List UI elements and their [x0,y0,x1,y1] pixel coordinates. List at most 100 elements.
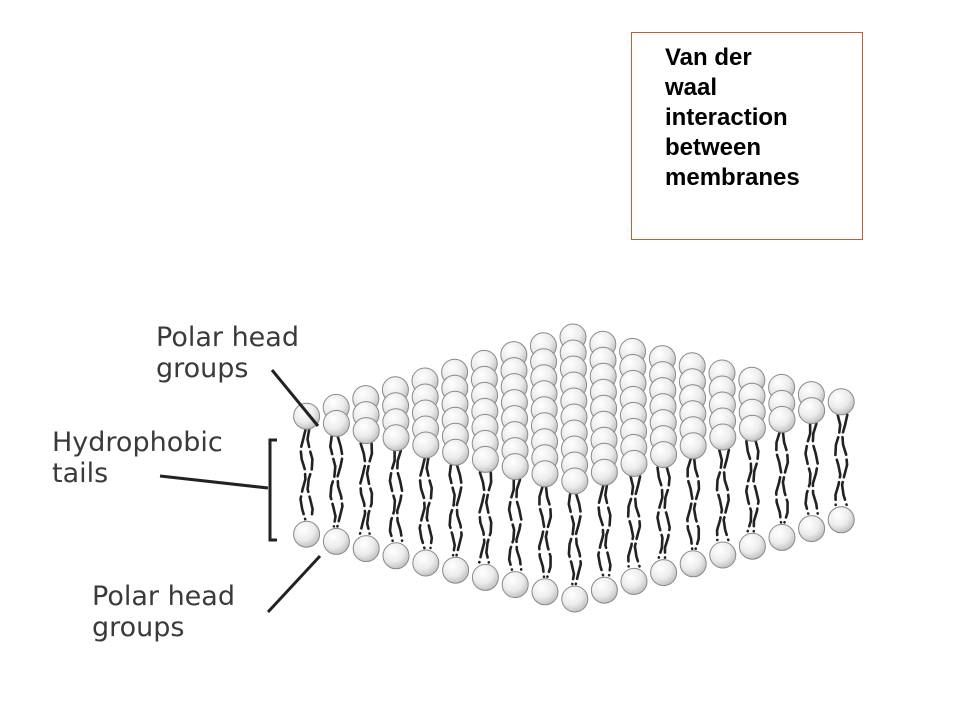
polar-head [590,576,618,604]
polar-head-groups-top-label: Polar head groups [156,322,299,384]
polar-head-groups-bottom-label: Polar head groups [92,581,235,643]
top-polar-heads-layer [293,323,855,495]
hydrophobic-tail [574,492,583,586]
bottom-polar-heads-layer [293,506,855,613]
polar-head [798,397,826,425]
polar-head [442,556,470,584]
polar-head [531,460,559,488]
polar-head [798,515,826,543]
hydrophobic-tail [692,457,701,551]
hydrophobic-tail [834,413,842,507]
hydrophobic-tail [358,442,367,535]
hydrophobic-tail [544,485,553,579]
annotation-line: membranes [665,164,800,191]
hydrophobic-tail [663,466,672,559]
hydrophobic-tail [633,475,642,568]
hydrophobic-tails-label: Hydrophobic tails [52,427,223,489]
hydrophobic-tails-layer [299,413,849,586]
label-line: groups [92,612,185,643]
hydrophobic-tail [752,439,760,533]
annotation-line: waal [665,74,718,101]
pointer-line-bottom [266,554,322,614]
hydrophobic-tail [425,456,434,550]
hydrophobic-tail [448,463,457,557]
hydrophobic-tail [455,463,464,557]
annotation-line: Van der [665,44,752,71]
polar-head [738,414,766,442]
label-pointers [159,369,322,614]
pointer-line-top [270,369,320,427]
hydrophobic-tail [656,466,664,559]
polar-head [827,388,855,416]
polar-head [352,535,380,563]
annotation-line: between [665,134,762,161]
hydrophobic-tail [299,427,307,521]
polar-head [650,441,678,469]
hydrophobic-tail [478,471,486,564]
hydrophobic-tail [774,431,783,524]
hydrophobic-tail [722,448,731,542]
polar-head [382,542,410,570]
polar-head [709,541,737,569]
polar-head [650,559,678,587]
polar-head [412,549,440,577]
label-line: Hydrophobic [52,427,223,458]
hydrophobic-tail [328,435,337,528]
hydrophobic-tail [515,478,523,571]
annotation-box: Van der waal interaction between membran… [631,32,863,240]
hydrophobic-tail [418,456,427,550]
pointer-line-tails [159,474,269,490]
label-line: Polar head [156,322,299,353]
hydrophobic-tail [840,413,849,507]
polar-head [412,431,440,459]
hydrophobic-tail [715,448,724,542]
label-line: Polar head [92,581,235,612]
polar-head [768,523,796,551]
polar-head [293,402,321,430]
polar-head [679,550,707,578]
polar-head [620,449,648,477]
polar-head [471,445,499,473]
polar-head [827,506,855,534]
polar-head [293,520,321,548]
hydrophobic-tail [686,457,694,551]
hydrophobic-tail [811,422,820,515]
hydrophobic-tail [395,449,404,543]
hydrophobic-tail [336,435,344,528]
polar-head [322,527,350,555]
hydrophobic-tail [507,478,516,571]
polar-head [590,458,618,486]
hydrophobic-tail [306,427,314,521]
polar-head [352,417,380,445]
hydrophobic-tail [603,483,612,577]
polar-head [768,405,796,433]
polar-head [531,578,559,606]
polar-head [471,563,499,591]
hydrophobic-tail [744,439,753,533]
polar-head [442,438,470,466]
annotation-line: interaction [665,104,788,131]
polar-head [561,467,589,495]
polar-head [738,532,766,560]
hydrophobic-tail [388,449,397,543]
label-line: tails [52,458,109,489]
polar-head [709,423,737,451]
hydrophobic-tail [804,422,812,515]
polar-head [322,409,350,437]
hydrophobic-tail [596,483,605,577]
hydrophobic-tail [537,485,546,579]
hydrophobic-tail [567,492,576,586]
polar-head [679,432,707,460]
polar-head [501,453,529,481]
polar-head [620,567,648,595]
hydrophobic-tail [781,431,790,524]
polar-head [382,424,410,452]
hydrophobic-tail [484,471,493,564]
polar-head [501,571,529,599]
hydrophobic-tail [365,442,374,535]
polar-head [561,585,589,613]
tails-bracket [268,438,277,542]
label-line: groups [156,353,249,384]
hydrophobic-tail [626,475,635,568]
